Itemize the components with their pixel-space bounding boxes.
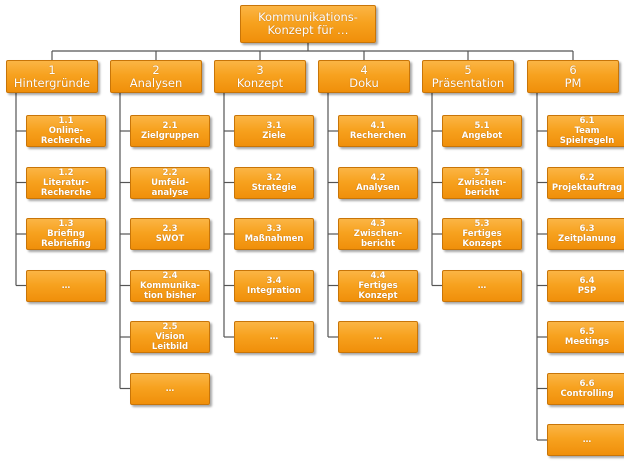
leaf-node-3-4-label: 3.4 Integration xyxy=(247,275,301,296)
leaf-node-5-4-label: … xyxy=(477,280,487,291)
leaf-node-4-1-label: 4.1 Recherchen xyxy=(349,121,407,141)
column-node-1-label: 1 Hintergründe xyxy=(13,62,91,90)
leaf-node-3-5-label: … xyxy=(269,332,279,342)
leaf-node-1-3[interactable]: 1.3 Briefing Rebriefing xyxy=(26,218,106,250)
leaf-node-4-5-label: … xyxy=(373,332,383,342)
leaf-node-1-1-label: 1.1 Online- Recherche xyxy=(40,116,92,146)
leaf-node-2-4-label: 2.4 Kommunika- tion bisher xyxy=(140,270,200,301)
leaf-node-6-4[interactable]: 6.4 PSP xyxy=(547,269,624,302)
leaf-node-5-2-label: 5.2 Zwischen- bericht xyxy=(457,167,507,198)
leaf-node-6-6-label: 6.6 Controlling xyxy=(560,378,614,399)
leaf-node-4-2-label: 4.2 Analysen xyxy=(356,172,400,193)
leaf-node-2-6-label: … xyxy=(165,383,175,394)
leaf-node-2-2-label: 2.2 Umfeld- analyse xyxy=(151,167,189,198)
leaf-node-5-3[interactable]: 5.3 Fertiges Konzept xyxy=(442,218,522,250)
leaf-node-6-3[interactable]: 6.3 Zeitplanung xyxy=(547,218,624,250)
leaf-node-3-2[interactable]: 3.2 Strategie xyxy=(234,166,314,199)
leaf-node-2-1-label: 2.1 Zielgruppen xyxy=(140,121,200,141)
leaf-node-3-1[interactable]: 3.1 Ziele xyxy=(234,115,314,147)
leaf-node-2-4[interactable]: 2.4 Kommunika- tion bisher xyxy=(130,269,210,302)
leaf-node-3-2-label: 3.2 Strategie xyxy=(251,172,297,193)
leaf-node-3-5[interactable]: … xyxy=(234,321,314,353)
leaf-node-2-5[interactable]: 2.5 Vision Leitbild xyxy=(130,321,210,353)
leaf-node-6-6[interactable]: 6.6 Controlling xyxy=(547,372,624,405)
leaf-node-2-3[interactable]: 2.3 SWOT xyxy=(130,218,210,250)
leaf-node-1-4[interactable]: … xyxy=(26,269,106,302)
leaf-node-5-1[interactable]: 5.1 Angebot xyxy=(442,115,522,147)
leaf-node-5-3-label: 5.3 Fertiges Konzept xyxy=(462,219,502,249)
leaf-node-6-7[interactable]: … xyxy=(547,424,624,456)
leaf-node-4-3-label: 4.3 Zwischen- bericht xyxy=(353,219,403,249)
leaf-node-4-4-label: 4.4 Fertiges Konzept xyxy=(358,270,398,301)
leaf-node-4-5[interactable]: … xyxy=(338,321,418,353)
leaf-node-2-2[interactable]: 2.2 Umfeld- analyse xyxy=(130,166,210,199)
leaf-node-1-1[interactable]: 1.1 Online- Recherche xyxy=(26,115,106,147)
column-node-5-label: 5 Präsentation xyxy=(431,62,505,90)
leaf-node-5-4[interactable]: … xyxy=(442,269,522,302)
leaf-node-6-1[interactable]: 6.1 Team Spielregeln xyxy=(547,115,624,147)
leaf-node-6-2-label: 6.2 Projektauftrag xyxy=(551,172,623,193)
column-node-2-label: 2 Analysen xyxy=(129,62,183,90)
leaf-node-6-1-label: 6.1 Team Spielregeln xyxy=(559,116,615,146)
leaf-node-6-4-label: 6.4 PSP xyxy=(577,275,597,296)
column-node-6[interactable]: 6 PM xyxy=(527,60,619,93)
column-node-6-label: 6 PM xyxy=(564,62,582,90)
leaf-node-5-1-label: 5.1 Angebot xyxy=(461,121,503,141)
column-node-2[interactable]: 2 Analysen xyxy=(110,60,202,93)
column-node-5[interactable]: 5 Präsentation xyxy=(422,60,514,93)
leaf-node-3-3[interactable]: 3.3 Maßnahmen xyxy=(234,218,314,250)
leaf-node-6-5-label: 6.5 Meetings xyxy=(564,327,610,347)
leaf-node-2-1[interactable]: 2.1 Zielgruppen xyxy=(130,115,210,147)
root-node[interactable]: Kommunikations- Konzept für … xyxy=(240,5,376,43)
leaf-node-4-3[interactable]: 4.3 Zwischen- bericht xyxy=(338,218,418,250)
leaf-node-2-3-label: 2.3 SWOT xyxy=(155,224,185,244)
column-node-3-label: 3 Konzept xyxy=(236,62,284,90)
leaf-node-2-5-label: 2.5 Vision Leitbild xyxy=(151,322,189,352)
leaf-node-3-4[interactable]: 3.4 Integration xyxy=(234,269,314,302)
leaf-node-6-7-label: … xyxy=(582,435,592,445)
leaf-node-1-3-label: 1.3 Briefing Rebriefing xyxy=(41,219,91,249)
root-node-label: Kommunikations- Konzept für … xyxy=(258,10,358,37)
leaf-node-2-6[interactable]: … xyxy=(130,372,210,405)
column-node-3[interactable]: 3 Konzept xyxy=(214,60,306,93)
leaf-node-4-1[interactable]: 4.1 Recherchen xyxy=(338,115,418,147)
leaf-node-3-1-label: 3.1 Ziele xyxy=(262,121,286,141)
leaf-node-3-3-label: 3.3 Maßnahmen xyxy=(244,224,304,244)
column-node-4[interactable]: 4 Doku xyxy=(318,60,410,93)
leaf-node-1-4-label: … xyxy=(61,280,71,291)
column-node-1[interactable]: 1 Hintergründe xyxy=(6,60,98,93)
leaf-node-6-2[interactable]: 6.2 Projektauftrag xyxy=(547,166,624,199)
leaf-node-4-4[interactable]: 4.4 Fertiges Konzept xyxy=(338,269,418,302)
leaf-node-6-3-label: 6.3 Zeitplanung xyxy=(558,224,616,244)
leaf-node-1-2-label: 1.2 Literatur- Recherche xyxy=(40,167,92,198)
leaf-node-1-2[interactable]: 1.2 Literatur- Recherche xyxy=(26,166,106,199)
leaf-node-4-2[interactable]: 4.2 Analysen xyxy=(338,166,418,199)
leaf-node-6-5[interactable]: 6.5 Meetings xyxy=(547,321,624,353)
leaf-node-5-2[interactable]: 5.2 Zwischen- bericht xyxy=(442,166,522,199)
column-node-4-label: 4 Doku xyxy=(349,62,379,90)
